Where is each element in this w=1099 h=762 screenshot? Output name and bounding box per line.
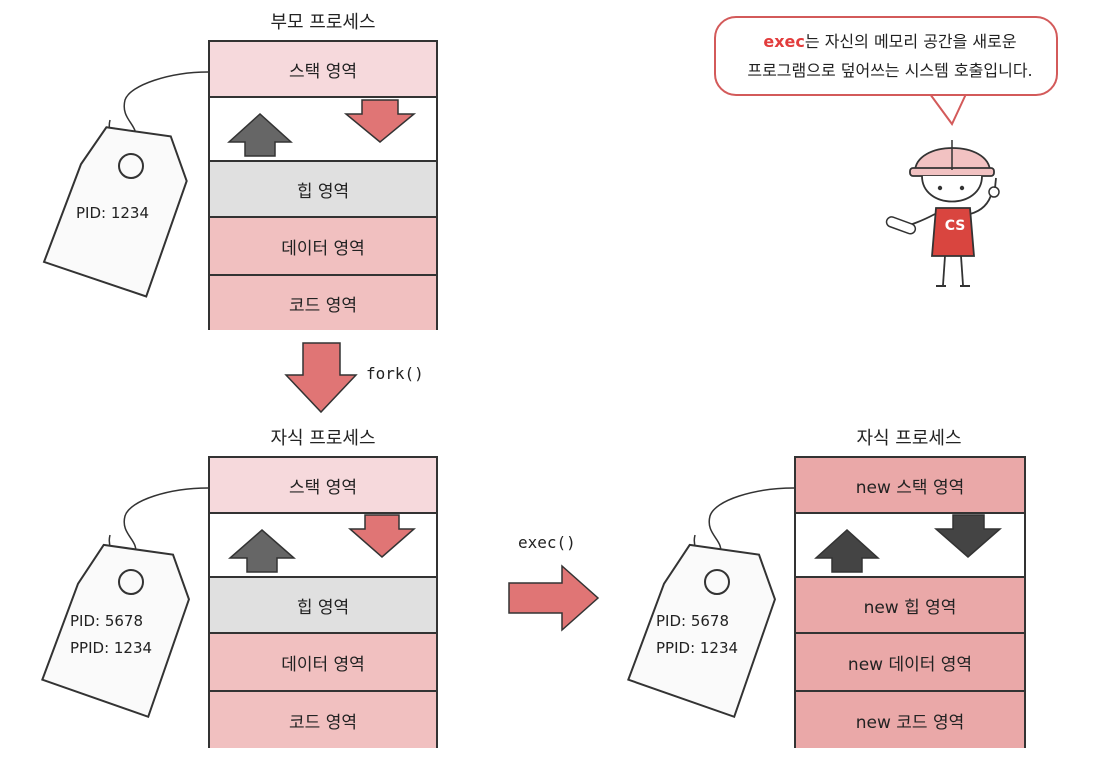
free-space: [210, 98, 436, 162]
ppid-label: PPID: 1234: [656, 639, 739, 657]
data-segment: 데이터 영역: [210, 634, 436, 692]
child-tag-shape: [41, 543, 191, 719]
exec-label: exec(): [518, 533, 576, 552]
fork-arrow: [284, 342, 358, 414]
exec-child-process-title: 자식 프로세스: [856, 428, 962, 449]
child-process-title: 자식 프로세스: [270, 428, 376, 449]
heap-grow-arrow: [228, 529, 296, 573]
parent-tag-shape: [42, 126, 188, 298]
exec-child-memory-layout: new 스택 영역 new 힙 영역 new 데이터 영역 new 코드 영역: [794, 456, 1026, 748]
data-segment: 데이터 영역: [210, 218, 436, 276]
pid-label: PID: 5678: [70, 612, 144, 630]
heap-grow-arrow: [814, 528, 880, 573]
pid-label: PID: 1234: [76, 204, 150, 222]
bubble-line-1-rest: 는 자신의 메모리 공간을 새로운: [804, 32, 1017, 51]
fork-label: fork(): [366, 364, 424, 383]
exec-child-tag-shape: [627, 543, 777, 719]
code-segment: 코드 영역: [210, 692, 436, 748]
stack-grow-arrow: [343, 99, 417, 143]
parent-tag-text: PID: 1234: [76, 200, 149, 227]
heap-segment: new 힙 영역: [796, 578, 1024, 634]
stack-segment: 스택 영역: [210, 42, 436, 98]
heap-grow-arrow: [227, 112, 293, 157]
stack-grow-arrow: [348, 514, 416, 558]
speech-bubble: [714, 16, 1058, 96]
mascot: [885, 140, 1000, 287]
parent-process-title: 부모 프로세스: [270, 12, 376, 33]
child-tag-text: PID: 5678 PPID: 1234: [70, 608, 152, 662]
stack-grow-arrow: [934, 514, 1002, 558]
bubble-tail: [929, 93, 967, 126]
pid-label: PID: 5678: [656, 612, 730, 630]
code-segment: new 코드 영역: [796, 692, 1024, 748]
ppid-label: PPID: 1234: [70, 639, 153, 657]
heap-segment: 힙 영역: [210, 578, 436, 634]
heap-segment: 힙 영역: [210, 162, 436, 218]
exec-arrow: [508, 564, 600, 632]
exec-child-tag-text: PID: 5678 PPID: 1234: [656, 608, 738, 662]
mascot-shirt-text: CS: [944, 218, 966, 234]
parent-memory-layout: 스택 영역 힙 영역 데이터 영역 코드 영역: [208, 40, 438, 330]
free-space: [796, 514, 1024, 578]
stack-segment: new 스택 영역: [796, 458, 1024, 514]
code-segment: 코드 영역: [210, 276, 436, 330]
data-segment: new 데이터 영역: [796, 634, 1024, 692]
child-memory-layout: 스택 영역 힙 영역 데이터 영역 코드 영역: [208, 456, 438, 748]
exec-highlight: exec: [763, 32, 805, 51]
free-space: [210, 514, 436, 578]
bubble-line-2: 프로그램으로 덮어쓰는 시스템 호출입니다.: [747, 61, 1033, 80]
speech-bubble-text: exec는 자신의 메모리 공간을 새로운 프로그램으로 덮어쓰는 시스템 호출…: [730, 27, 1050, 85]
bubble-line-1: exec는 자신의 메모리 공간을 새로운: [730, 27, 1050, 56]
stack-segment: 스택 영역: [210, 458, 436, 514]
